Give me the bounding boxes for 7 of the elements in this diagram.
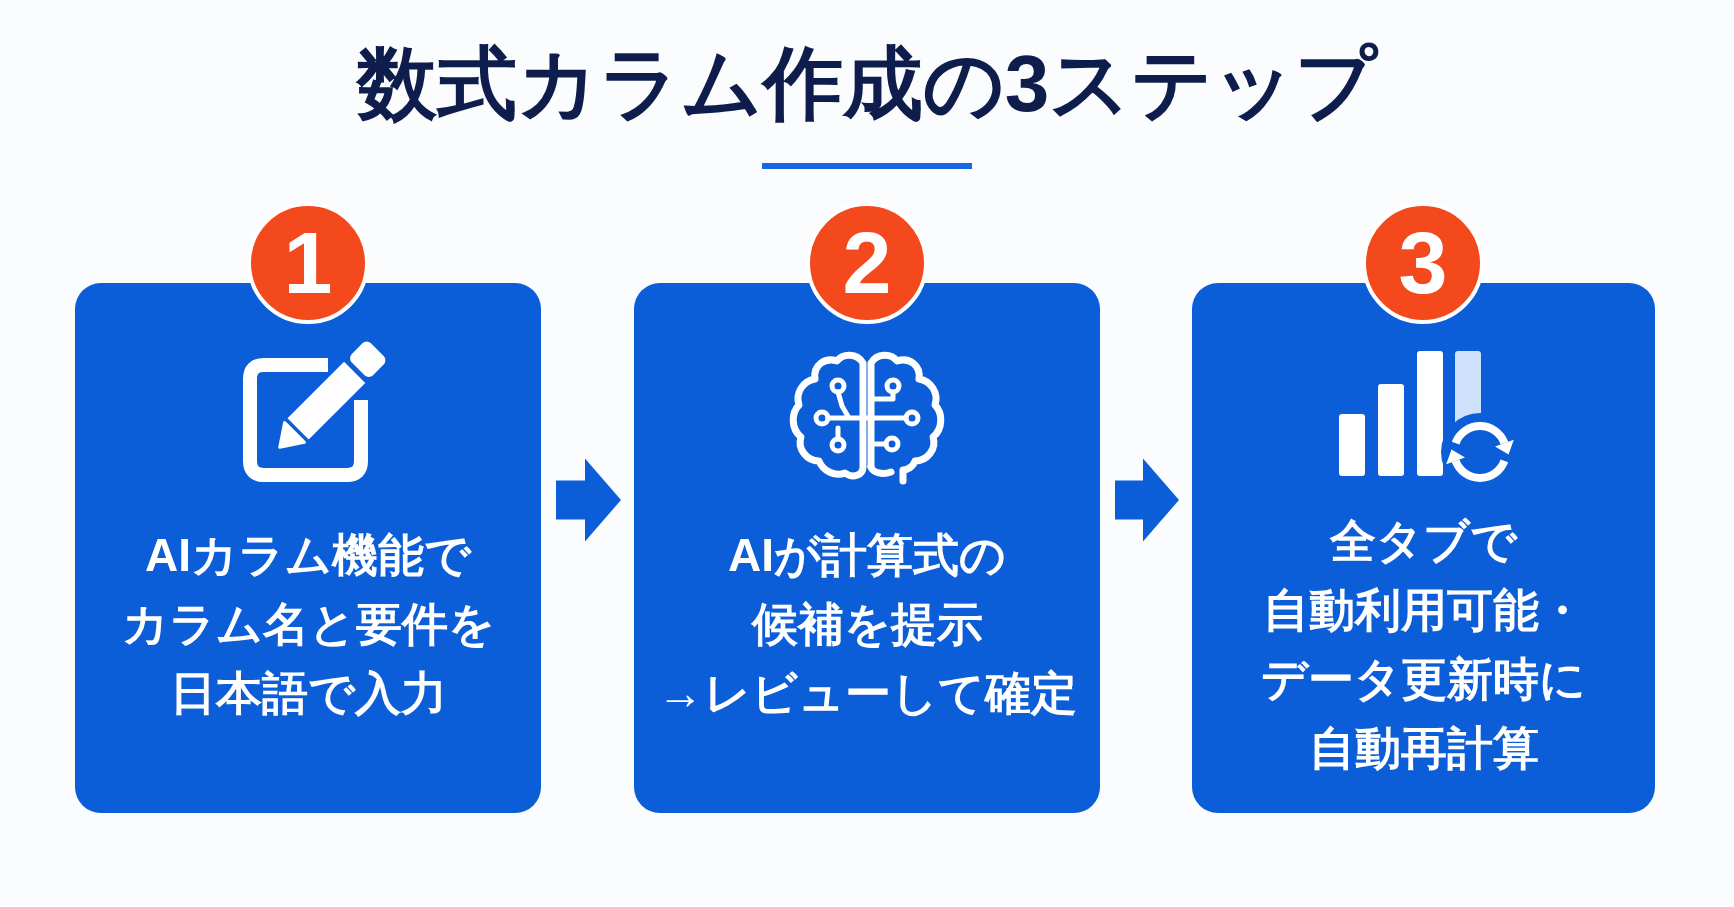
step-text: 全タブで自動利用可能・データ更新時に自動再計算 <box>1260 514 1587 776</box>
number-badge: 3 <box>1362 202 1484 324</box>
step-text: AIが計算式の候補を提示→レビューして確定 <box>657 528 1077 721</box>
step-text: AIカラム機能でカラム名と要件を日本語で入力 <box>121 528 495 721</box>
title: 数式カラム作成の3ステップ <box>356 38 1378 130</box>
number-badge: 2 <box>806 202 928 324</box>
number-badge: 1 <box>247 202 369 324</box>
